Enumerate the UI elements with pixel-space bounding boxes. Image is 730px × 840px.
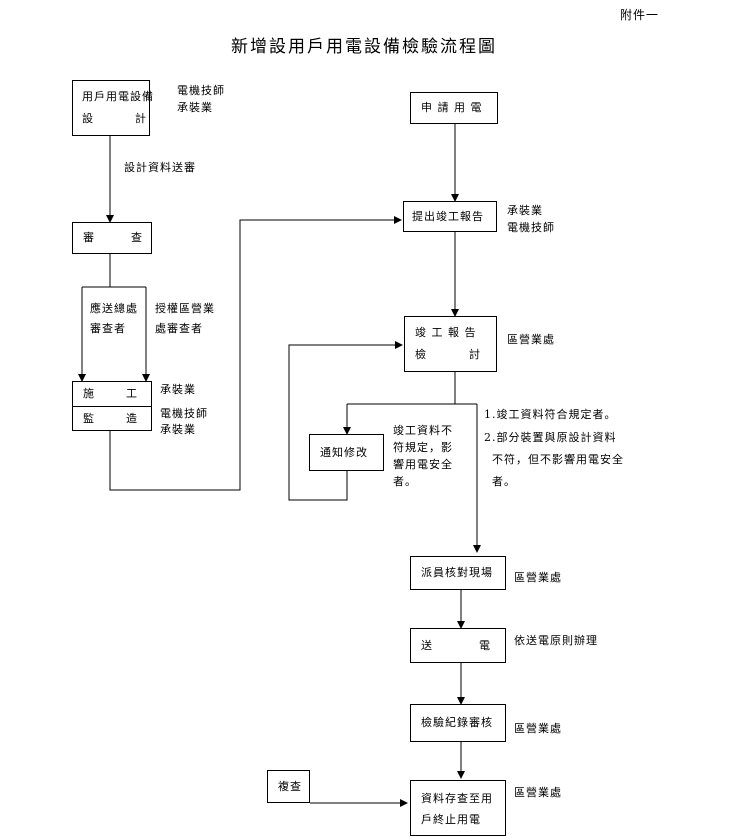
check-role: 區營業處: [507, 333, 555, 346]
archive-box: 資料存查至用 戶終止用電: [410, 780, 506, 836]
review-box: 審 查: [72, 222, 152, 254]
check-box-line2b: 討: [469, 348, 481, 361]
archive-box-line2: 戶終止用電: [421, 813, 481, 826]
pass-note-line1: 1.竣工資料符合規定者。: [484, 408, 617, 421]
arrow-notify-loop: [288, 341, 403, 501]
apply-box-label: 申 請 用 電: [421, 101, 483, 114]
archive-box-line1: 資料存查至用: [421, 792, 493, 805]
fail-note-line3: 響用電安全: [393, 458, 453, 471]
dispatch-box: 派員核對現場: [410, 556, 506, 590]
design-box-line1: 用戶用電設備: [82, 90, 154, 103]
branch-left-line2: 審查者: [90, 322, 126, 335]
audit-box: 檢驗紀錄審核: [410, 704, 506, 742]
archive-role: 區營業處: [514, 786, 562, 799]
design-box: 用戶用電設備 設 計: [72, 80, 153, 136]
notify-box: 通知修改: [309, 434, 384, 471]
construction-role1: 承裝業: [160, 383, 196, 396]
report-role-line1: 承裝業: [507, 204, 543, 217]
check-box-line2a: 檢: [415, 348, 427, 361]
construction-row2b: 造: [126, 412, 138, 425]
fail-note-line1: 竣工資料不: [393, 424, 453, 437]
attachment-label: 附件一: [620, 8, 660, 22]
design-box-line2b: 計: [135, 112, 147, 125]
pass-note-line2: 2.部分裝置與原設計資料: [484, 431, 617, 444]
fail-note-line4: 者。: [393, 475, 417, 488]
power-role: 依送電原則辦理: [514, 634, 598, 647]
dispatch-box-label: 派員核對現場: [421, 566, 493, 579]
report-box-label: 提出竣工報告: [412, 210, 484, 223]
construction-row1a: 施: [83, 387, 95, 400]
power-box: 送 電: [410, 628, 506, 663]
design-role-line1: 電機技師: [177, 84, 225, 97]
review-box-a: 審: [83, 231, 95, 244]
construction-box-divider: [73, 406, 151, 407]
branch-right-line1: 授權區營業: [155, 302, 215, 315]
branch-right-line2: 處審查者: [155, 322, 203, 335]
review-box-b: 查: [131, 231, 143, 244]
audit-role: 區營業處: [514, 722, 562, 735]
report-box: 提出竣工報告: [403, 201, 497, 232]
dispatch-role: 區營業處: [514, 571, 562, 584]
construction-row2a: 監: [83, 412, 95, 425]
design-role-line2: 承裝業: [177, 101, 213, 114]
branch-left-line1: 應送總處: [90, 302, 138, 315]
construction-role2-line1: 電機技師: [160, 407, 208, 420]
recheck-box: 複查: [267, 770, 310, 803]
fail-note-line2: 符規定，影: [393, 441, 453, 454]
pass-note-line3: 不符，但不影響用電安全: [492, 453, 624, 466]
power-box-b: 電: [479, 639, 491, 652]
construction-role2-line2: 承裝業: [160, 423, 196, 436]
power-box-a: 送: [421, 639, 433, 652]
recheck-box-label: 複查: [278, 780, 302, 793]
design-box-line2a: 設: [82, 112, 94, 125]
notify-box-label: 通知修改: [320, 446, 368, 459]
check-box-line1: 竣 工 報 告: [415, 326, 477, 339]
audit-box-label: 檢驗紀錄審核: [421, 716, 493, 729]
construction-box: 施 工 監 造: [72, 381, 152, 431]
apply-box: 申 請 用 電: [410, 92, 498, 124]
construction-row1b: 工: [126, 387, 138, 400]
pass-note-line4: 者。: [492, 475, 516, 488]
check-box: 竣 工 報 告 檢 討: [404, 316, 497, 372]
design-arrow-label: 設計資料送審: [124, 161, 196, 174]
arrow-construction-to-report: [109, 216, 402, 491]
report-role-line2: 電機技師: [507, 221, 555, 234]
page-title: 新增設用戶用電設備檢驗流程圖: [231, 37, 497, 57]
